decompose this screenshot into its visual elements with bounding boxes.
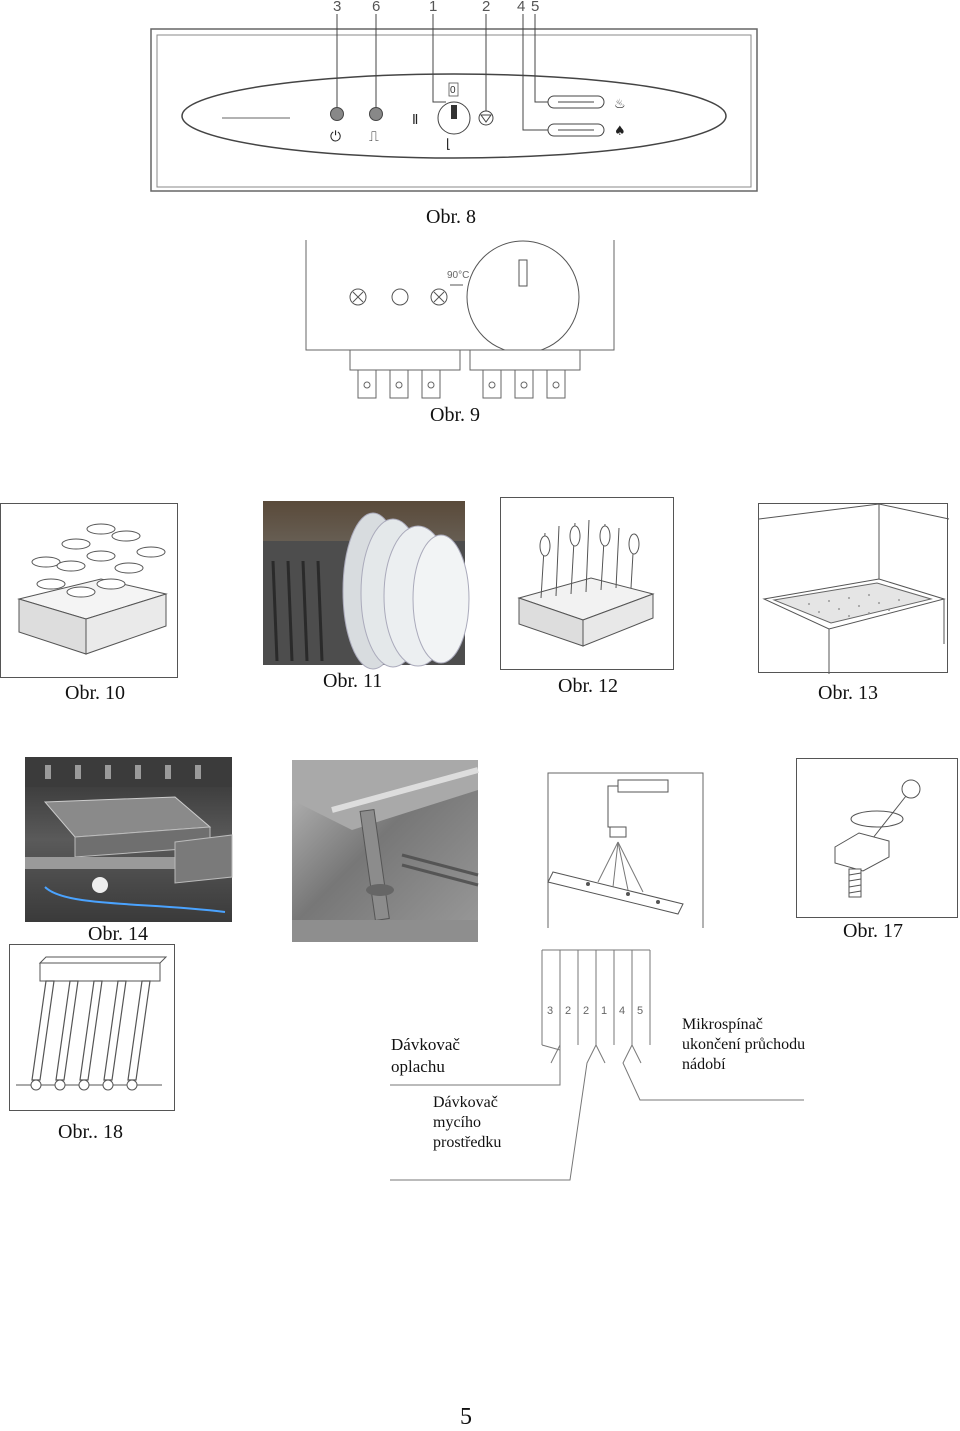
cutlery-basket-drawing xyxy=(517,519,655,647)
callout-1: 1 xyxy=(429,0,438,15)
filter-tray-drawing xyxy=(758,503,950,674)
figure-11-plates-photo xyxy=(263,501,470,670)
callout-3: 3 xyxy=(333,0,342,15)
label-rinse-dispenser: Dávkovač oplachu xyxy=(391,1034,460,1078)
svg-text:⌊: ⌊ xyxy=(446,137,451,152)
label-detergent-line-3: prostředku xyxy=(433,1134,502,1151)
temperature-label: 90°C xyxy=(447,270,470,281)
svg-text:⎍: ⎍ xyxy=(369,129,379,145)
wiring-drawing xyxy=(390,949,804,1181)
caption-obr-14: Obr. 14 xyxy=(88,923,148,945)
svg-text:♨: ♨ xyxy=(614,97,626,112)
label-microswitch-line-2: ukončení průchodu xyxy=(682,1036,806,1053)
caption-obr-10: Obr. 10 xyxy=(65,682,125,704)
caption-obr-8: Obr. 8 xyxy=(426,206,476,228)
terminal-3: 3 xyxy=(547,1005,554,1017)
glass-rack-drawing xyxy=(17,523,168,655)
nozzle-drawing xyxy=(834,779,921,898)
figure-15-pipe-photo xyxy=(292,760,479,942)
figure-13-filter-tray xyxy=(758,503,950,674)
label-detergent-dispenser: Dávkovač mycího prostředku xyxy=(433,1093,501,1153)
svg-text:⏻: ⏻ xyxy=(330,129,341,145)
svg-text:Ⅱ: Ⅱ xyxy=(412,113,418,128)
callout-5: 5 xyxy=(531,0,540,15)
basket-photo-drawing xyxy=(25,757,233,913)
callout-4: 4 xyxy=(517,0,526,15)
caption-obr-9: Obr. 9 xyxy=(430,404,480,426)
page-number: 5 xyxy=(460,1404,472,1430)
terminal-2a: 2 xyxy=(565,1005,572,1017)
svg-text:♠: ♠ xyxy=(614,124,626,139)
terminal-5: 5 xyxy=(637,1005,644,1017)
figure-14-basket-photo xyxy=(25,757,233,922)
label-rinse-line-1: Dávkovač xyxy=(391,1035,460,1054)
terminal-2b: 2 xyxy=(583,1005,590,1017)
caption-obr-18: Obr.. 18 xyxy=(58,1121,123,1143)
switch-zero-label: 0 xyxy=(450,85,456,96)
caption-obr-11: Obr. 11 xyxy=(323,670,383,692)
spray-arm-drawing xyxy=(547,772,704,928)
figure-10-glass-rack xyxy=(0,503,178,678)
label-rinse-line-2: oplachu xyxy=(391,1057,445,1076)
terminal-1: 1 xyxy=(601,1005,608,1017)
figure-17-nozzle-drawing xyxy=(796,758,958,918)
pipe-photo-drawing xyxy=(292,760,479,942)
figure-18-spray-arms xyxy=(9,944,175,1111)
label-microswitch: Mikrospínač ukončení průchodu nádobí xyxy=(682,1015,805,1075)
callout-2: 2 xyxy=(482,0,491,15)
label-microswitch-line-3: nádobí xyxy=(682,1056,726,1073)
wiring-diagram xyxy=(380,945,820,1185)
thermostat-panel-drawing xyxy=(305,240,615,399)
figure-8: ⏻ ⎍ Ⅱ ⌊ ♨ ♠ xyxy=(150,14,758,192)
label-microswitch-line-1: Mikrospínač xyxy=(682,1016,763,1033)
terminal-4: 4 xyxy=(619,1005,626,1017)
caption-obr-17: Obr. 17 xyxy=(843,920,903,942)
label-detergent-line-1: Dávkovač xyxy=(433,1094,498,1111)
figure-12-cutlery-basket xyxy=(500,497,674,670)
plates-photo-drawing xyxy=(263,512,470,670)
spray-arms-drawing xyxy=(16,956,168,1091)
control-panel-drawing: ⏻ ⎍ Ⅱ ⌊ ♨ ♠ xyxy=(150,14,758,192)
callout-6: 6 xyxy=(372,0,381,15)
caption-obr-12: Obr. 12 xyxy=(558,675,618,697)
caption-obr-13: Obr. 13 xyxy=(818,682,878,704)
figure-16-spray-drawing xyxy=(547,772,704,928)
figure-9 xyxy=(305,240,615,400)
label-detergent-line-2: mycího xyxy=(433,1114,481,1131)
